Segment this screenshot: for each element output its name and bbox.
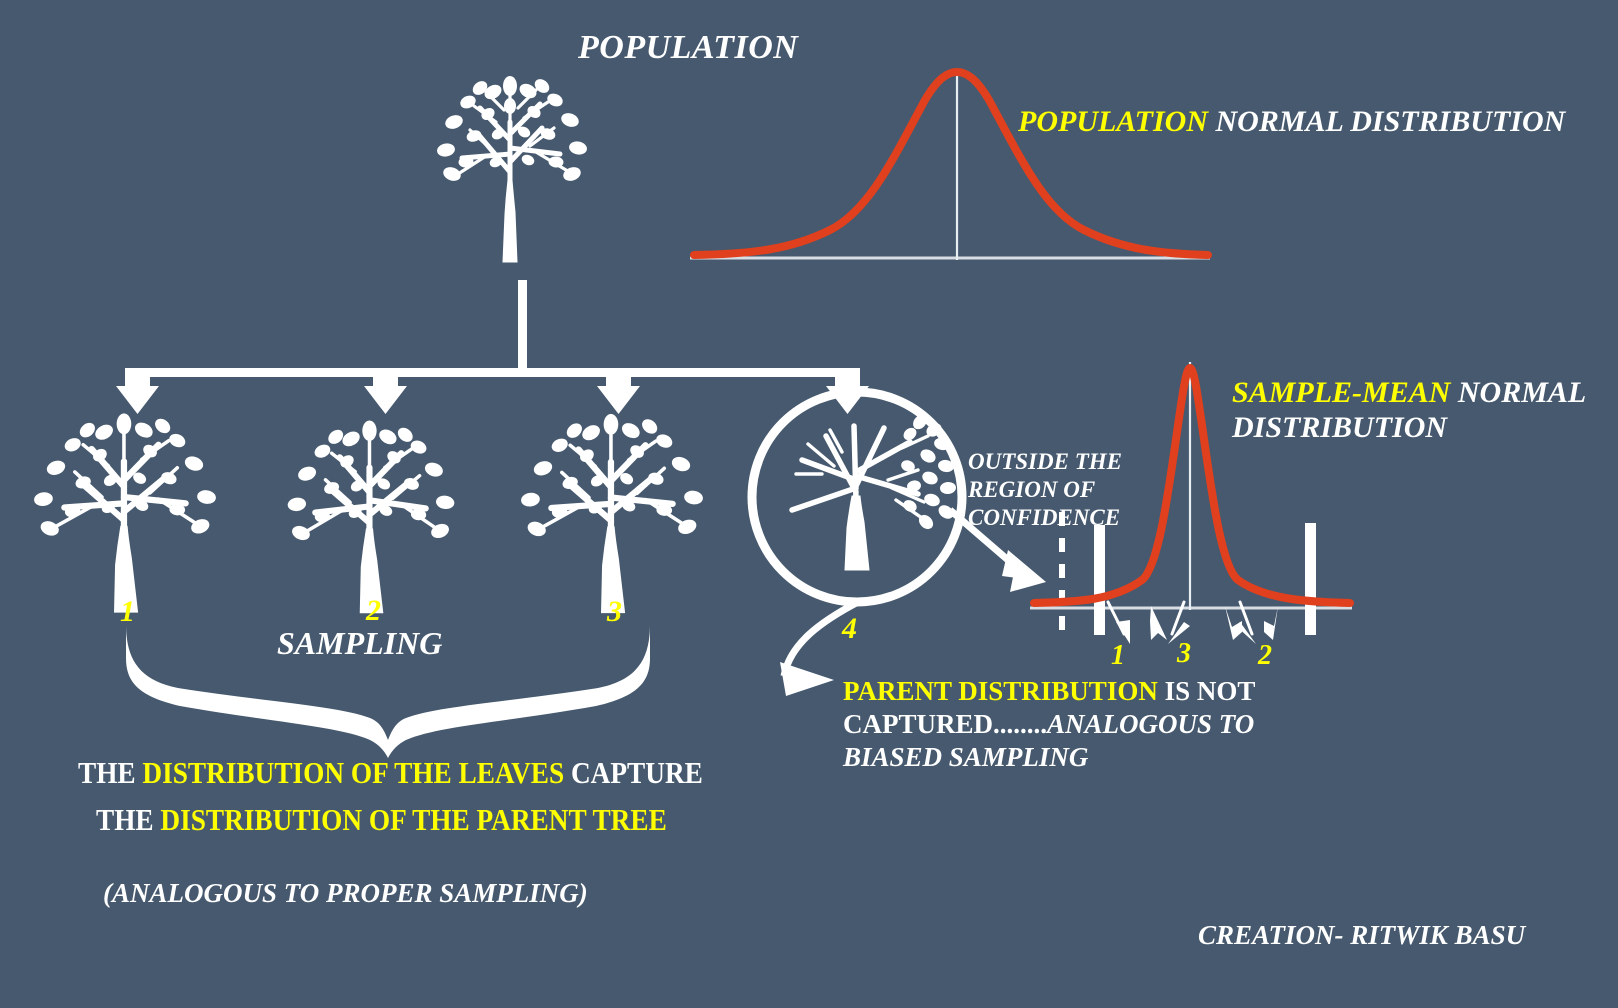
tree-icon <box>34 413 216 613</box>
sample-mean-label-rest-1: NORMAL <box>1450 376 1587 409</box>
sample-mean-distribution-label: SAMPLE-MEAN NORMAL DISTRIBUTION <box>1232 375 1586 446</box>
arrow-circle-to-chart <box>947 500 1090 620</box>
tree-sample-2 <box>258 408 483 614</box>
conclusion-left-line1-c: CAPTURE <box>564 755 703 790</box>
sample-mean-markers <box>1150 606 1278 640</box>
arrow-down-3 <box>597 368 640 414</box>
tree-sample-1-number: 1 <box>120 595 135 628</box>
arrow-circle-to-caption <box>770 598 880 710</box>
population-distribution-label-rest: NORMAL DISTRIBUTION <box>1208 105 1566 138</box>
tree-sample-4-number: 4 <box>842 612 857 645</box>
population-distribution-label-highlight: POPULATION <box>1018 105 1208 138</box>
conclusion-right-line1-rest: IS NOT <box>1157 676 1256 706</box>
conclusion-right-line2-b: ANALOGOUS TO <box>1047 708 1255 739</box>
outside-region-line-1: OUTSIDE THE <box>968 449 1122 474</box>
branch-bar-left <box>133 368 527 377</box>
conclusion-right-line3: BIASED SAMPLING <box>843 741 1089 772</box>
branch-arrowheads <box>100 368 880 418</box>
conclusion-left-line2-b: DISTRIBUTION OF THE PARENT TREE <box>160 802 667 837</box>
branch-connector <box>100 250 880 390</box>
branch-bar-right <box>518 368 852 377</box>
conclusion-left-line1-b: DISTRIBUTION OF THE LEAVES <box>142 755 565 790</box>
arrow-down-1 <box>116 368 159 414</box>
tree-sample-1 <box>10 400 240 615</box>
sample-mean-gaussian-curve <box>1030 363 1354 607</box>
tree-sample-4-circle <box>742 382 972 612</box>
conclusion-left-line2-a: THE <box>96 802 161 837</box>
population-distribution-label: POPULATION NORMAL DISTRIBUTION <box>1018 104 1565 139</box>
credit-label: CREATION- RITWIK BASU <box>1198 920 1526 950</box>
population-gaussian-curve <box>690 67 1212 259</box>
tree-sample-3-number: 3 <box>607 595 622 628</box>
sample-mean-label-rest-2: DISTRIBUTION <box>1232 411 1448 445</box>
marker-arrow-2 <box>1264 606 1278 640</box>
page-title: POPULATION <box>578 29 799 66</box>
population-normal-distribution-chart <box>680 50 1220 270</box>
tree-icon <box>521 413 703 614</box>
conclusion-left: THE DISTRIBUTION OF THE LEAVES CAPTURE T… <box>78 755 778 909</box>
conclusion-right-line1-highlight: PARENT DISTRIBUTION <box>843 676 1158 706</box>
outside-region-label: OUTSIDE THE REGION OF CONFIDENCE <box>968 448 1122 532</box>
outside-region-line-3: CONFIDENCE <box>968 505 1121 531</box>
tree-population <box>400 62 620 263</box>
tree-sample-3 <box>497 402 727 614</box>
conclusion-left-line3: (ANALOGOUS TO PROPER SAMPLING) <box>103 878 588 908</box>
confidence-bound-right <box>1305 523 1316 635</box>
sample-mean-axis-label-3: 3 <box>1177 638 1191 669</box>
tree-icon <box>437 76 587 263</box>
sampling-label: SAMPLING <box>277 625 443 661</box>
marker-arrow-3 <box>1225 606 1242 640</box>
tree-icon <box>287 420 455 614</box>
arrow-down-2 <box>364 368 407 414</box>
sample-mean-axis-label-1: 1 <box>1111 640 1125 671</box>
branch-stem <box>518 280 527 372</box>
conclusion-right: PARENT DISTRIBUTION IS NOT CAPTURED.....… <box>843 675 1255 774</box>
tree-icon <box>789 414 956 571</box>
sample-mean-axis-label-2: 2 <box>1258 640 1272 671</box>
sample-mean-label-highlight: SAMPLE-MEAN <box>1232 376 1451 409</box>
conclusion-left-line1-a: THE <box>78 755 143 790</box>
sample-mean-arrow-group <box>1100 600 1340 650</box>
marker-arrow-1 <box>1150 606 1167 640</box>
sample-mean-distribution-chart <box>1020 340 1360 640</box>
confidence-bound-left <box>1094 525 1105 635</box>
conclusion-right-line2-a: CAPTURED........ <box>843 708 1048 739</box>
tree-sample-2-number: 2 <box>366 594 381 627</box>
outside-region-line-2: REGION OF <box>968 477 1096 503</box>
